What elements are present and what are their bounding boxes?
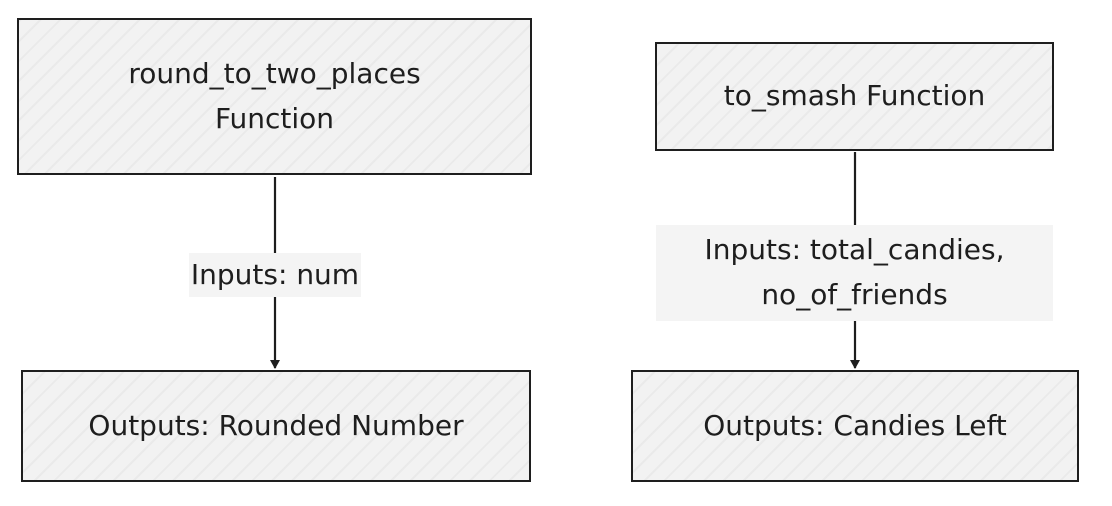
- round-to-two-places-function-box: round_to_two_places Function: [17, 18, 532, 175]
- to-smash-function-box: to_smash Function: [655, 42, 1054, 151]
- left-edge-label: Inputs: num: [189, 253, 361, 297]
- function-suffix: Function: [214, 101, 335, 135]
- right-edge-label: Inputs: total_candies, no_of_friends: [656, 225, 1053, 321]
- rounded-number-output-box: Outputs: Rounded Number: [21, 370, 531, 482]
- function-name: round_to_two_places: [128, 56, 421, 90]
- candies-left-output-box: Outputs: Candies Left: [631, 370, 1079, 482]
